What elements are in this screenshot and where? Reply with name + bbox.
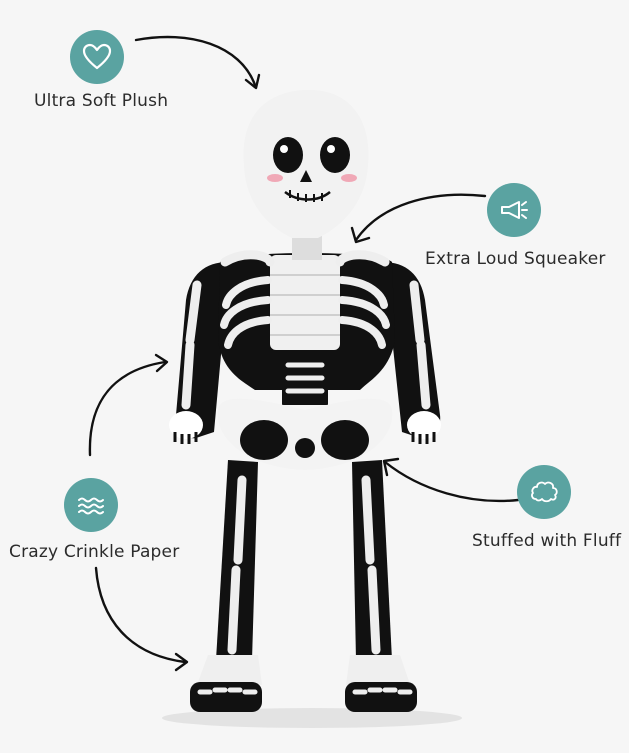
feature-label-stuffed-with-fluff: Stuffed with Fluff — [472, 531, 622, 551]
stuffed-with-fluff-badge — [517, 465, 571, 519]
feature-label-ultra-soft-plush: Ultra Soft Plush — [34, 91, 169, 111]
feature-label-extra-loud-squeaker: Extra Loud Squeaker — [425, 249, 606, 269]
extra-loud-squeaker-badge — [487, 183, 541, 237]
heart-icon — [82, 43, 112, 70]
feature-label-crazy-crinkle-paper: Crazy Crinkle Paper — [9, 542, 180, 562]
squeaker-icon — [501, 201, 528, 219]
ultra-soft-plush-badge — [70, 30, 124, 84]
waves-icon — [78, 497, 104, 515]
fluff-cloud-icon — [531, 481, 558, 503]
crazy-crinkle-paper-badge — [64, 478, 118, 532]
